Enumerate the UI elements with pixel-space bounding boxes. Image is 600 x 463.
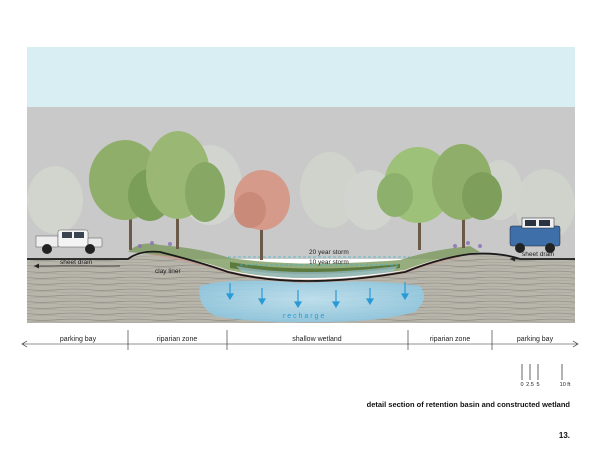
ground-line [27, 250, 575, 282]
recharge-label: r e c h a r g e [283, 313, 324, 320]
page-number: 13. [558, 431, 570, 440]
truck-icon [35, 229, 103, 254]
suv-icon [509, 217, 561, 253]
clay-liner-label: clay liner [155, 268, 181, 275]
zone-label: shallow wetland [292, 336, 342, 343]
tree-icon [89, 131, 225, 250]
zone-bar: parking bay riparian zone shallow wetlan… [21, 330, 579, 350]
tree-icon [234, 170, 290, 260]
scale-label: 2.5 [526, 382, 534, 388]
zone-label: parking bay [517, 336, 554, 343]
recharge-arrow-icon [225, 282, 410, 309]
storm-10-label: 10 year storm [309, 259, 349, 266]
scale-label: 10 ft [560, 382, 571, 388]
scale-bar-icon [521, 364, 563, 380]
sheet-drain-arrow-right [510, 256, 570, 262]
figure-caption: detail section of retention basin and co… [366, 400, 570, 409]
wetland-water [236, 266, 398, 278]
scale-label: 5 [536, 382, 539, 388]
zone-label: riparian zone [430, 336, 471, 343]
tree-icon [377, 144, 502, 250]
zone-label: parking bay [60, 336, 97, 343]
sheet-drain-label-right: sheet drain [522, 251, 555, 258]
scale-label: 0 [520, 382, 523, 388]
storm-20-label: 20 year storm [309, 249, 349, 256]
sky-band [27, 47, 575, 107]
sheet-drain-label-left: sheet drain [60, 259, 93, 266]
groundwater-recharge-zone [199, 280, 424, 323]
sheet-drain-arrow-left [34, 263, 120, 269]
zone-label: riparian zone [157, 336, 198, 343]
